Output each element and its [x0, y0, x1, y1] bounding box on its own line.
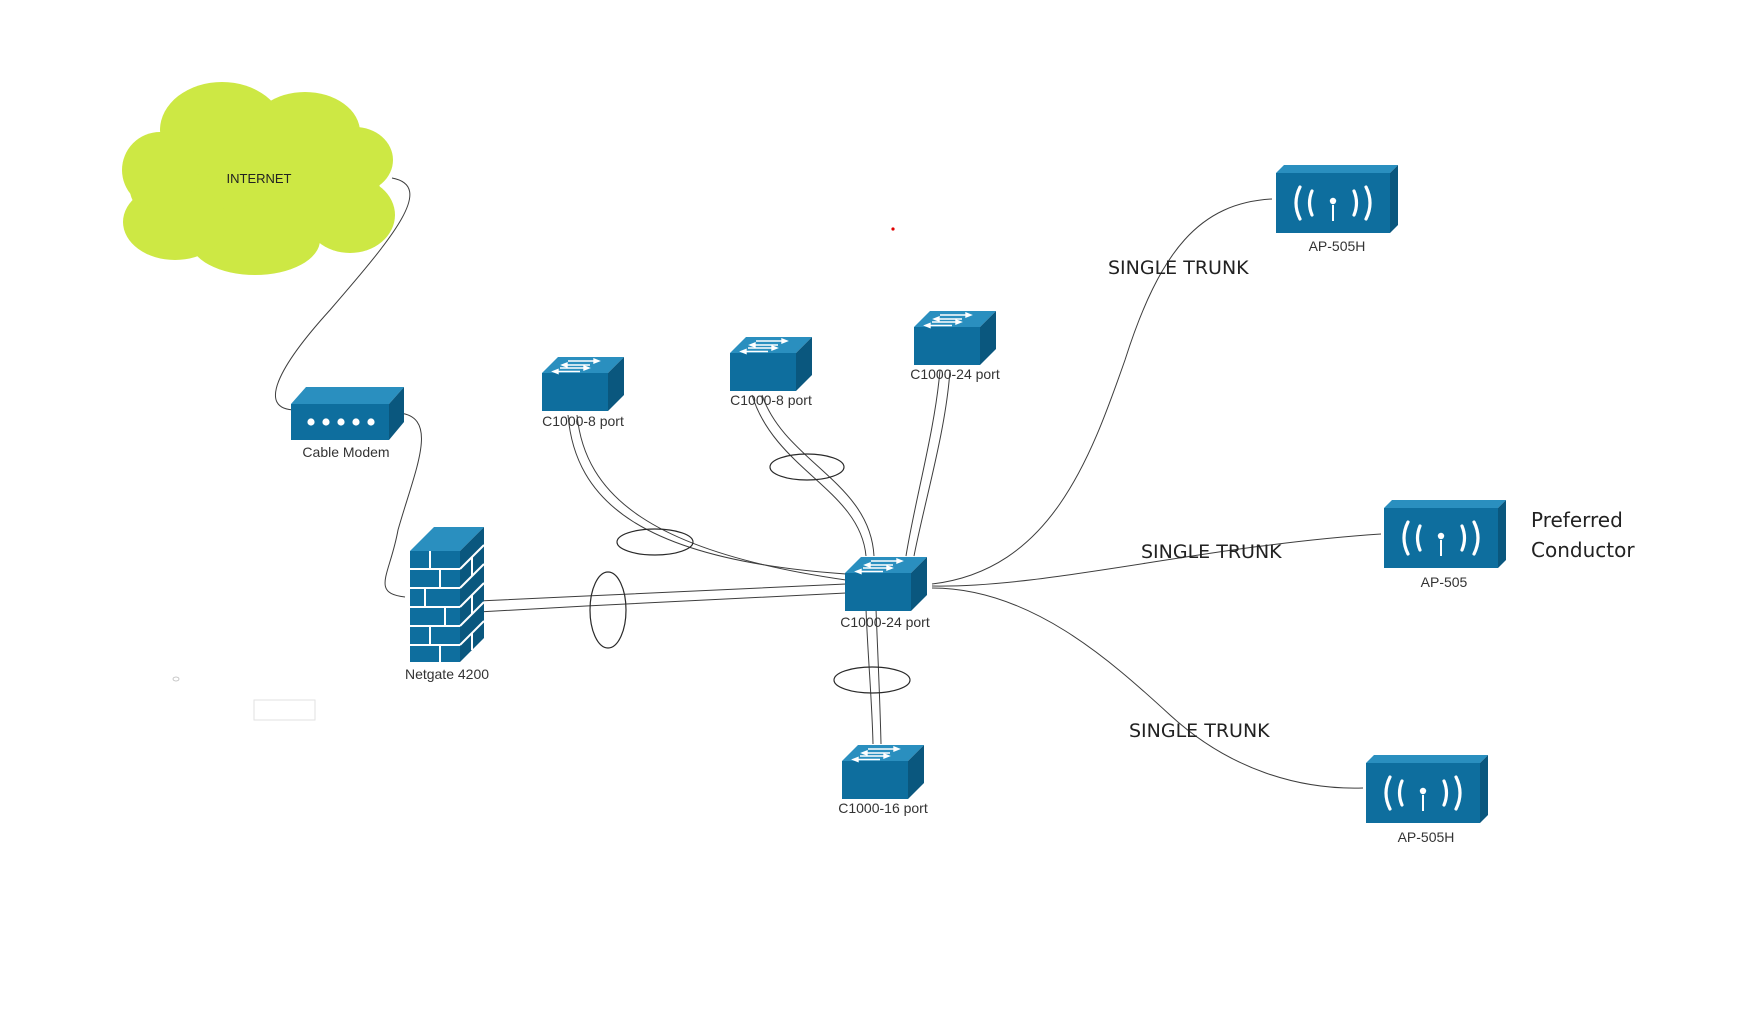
link-core-ap-top [931, 198, 1273, 585]
switch-core-24port-label: C1000-24 port [840, 614, 930, 630]
modem-icon [291, 387, 404, 440]
link-top24-core-b [913, 369, 951, 557]
cable-modem[interactable]: Cable Modem [291, 387, 404, 460]
ap-mid[interactable]: AP-505 [1382, 498, 1508, 590]
access-point-icon [1364, 753, 1490, 825]
switch-icon [844, 556, 928, 612]
lag-ring-core-16 [833, 666, 911, 694]
link-core-ap-bottom [931, 587, 1364, 789]
link-core-16-b [875, 608, 882, 745]
firewall-label: Netgate 4200 [405, 666, 489, 682]
switch-icon [729, 336, 813, 392]
trunk-label-mid: SINGLE TRUNK [1141, 541, 1282, 563]
switch-mid-8port[interactable]: C1000-8 port [729, 336, 813, 408]
switch-16port-label: C1000-16 port [838, 800, 928, 816]
firewall-icon [410, 527, 485, 662]
link-mid8-core-b [761, 394, 875, 557]
lag-rings [589, 453, 911, 694]
internet-label: INTERNET [227, 171, 292, 186]
cloud-icon [122, 82, 395, 275]
internet-cloud[interactable]: INTERNET [122, 82, 395, 275]
link-mid8-core-a [751, 394, 867, 557]
links [275, 177, 1382, 789]
link-left8-core-a [567, 414, 847, 575]
link-modem-firewall [384, 412, 422, 598]
trunk-label-top: SINGLE TRUNK [1108, 257, 1249, 279]
stray-dot [891, 227, 895, 231]
stray-shape [172, 676, 180, 682]
preferred-note-line1: Preferred [1531, 508, 1623, 532]
link-left8-core-b [576, 414, 847, 581]
link-top24-core-a [905, 369, 941, 557]
ap-mid-label: AP-505 [1421, 574, 1468, 590]
switch-top-24port-label: C1000-24 port [910, 366, 1000, 382]
switch-icon [541, 356, 625, 412]
empty-textbox[interactable] [253, 699, 316, 721]
lag-ring-mid8-core [769, 453, 845, 481]
link-internet-modem [275, 177, 411, 411]
ap-top-label: AP-505H [1309, 238, 1366, 254]
lag-ring-left8-core [616, 528, 694, 556]
ap-top[interactable]: AP-505H [1274, 163, 1400, 254]
access-point-icon [1382, 498, 1508, 570]
switch-left-8port-label: C1000-8 port [542, 413, 624, 429]
link-firewall-core-b [477, 592, 847, 613]
switch-mid-8port-label: C1000-8 port [730, 392, 812, 408]
switch-core-24port[interactable]: C1000-24 port [840, 556, 930, 630]
link-firewall-core-a [477, 583, 847, 602]
preferred-note-line2: Conductor [1531, 538, 1635, 562]
switch-icon [913, 310, 997, 366]
access-point-icon [1274, 163, 1400, 235]
switch-top-24port[interactable]: C1000-24 port [910, 310, 1000, 382]
trunk-label-bottom: SINGLE TRUNK [1129, 720, 1270, 742]
cable-modem-label: Cable Modem [302, 444, 389, 460]
ap-bottom-label: AP-505H [1398, 829, 1455, 845]
switch-left-8port[interactable]: C1000-8 port [541, 356, 625, 429]
ap-bottom[interactable]: AP-505H [1364, 753, 1490, 845]
firewall[interactable]: Netgate 4200 [405, 527, 489, 682]
switch-icon [841, 744, 925, 800]
link-core-16-a [865, 608, 874, 745]
link-core-ap-mid [931, 533, 1382, 587]
switch-16port[interactable]: C1000-16 port [838, 744, 928, 816]
lag-ring-firewall-core [589, 571, 627, 649]
